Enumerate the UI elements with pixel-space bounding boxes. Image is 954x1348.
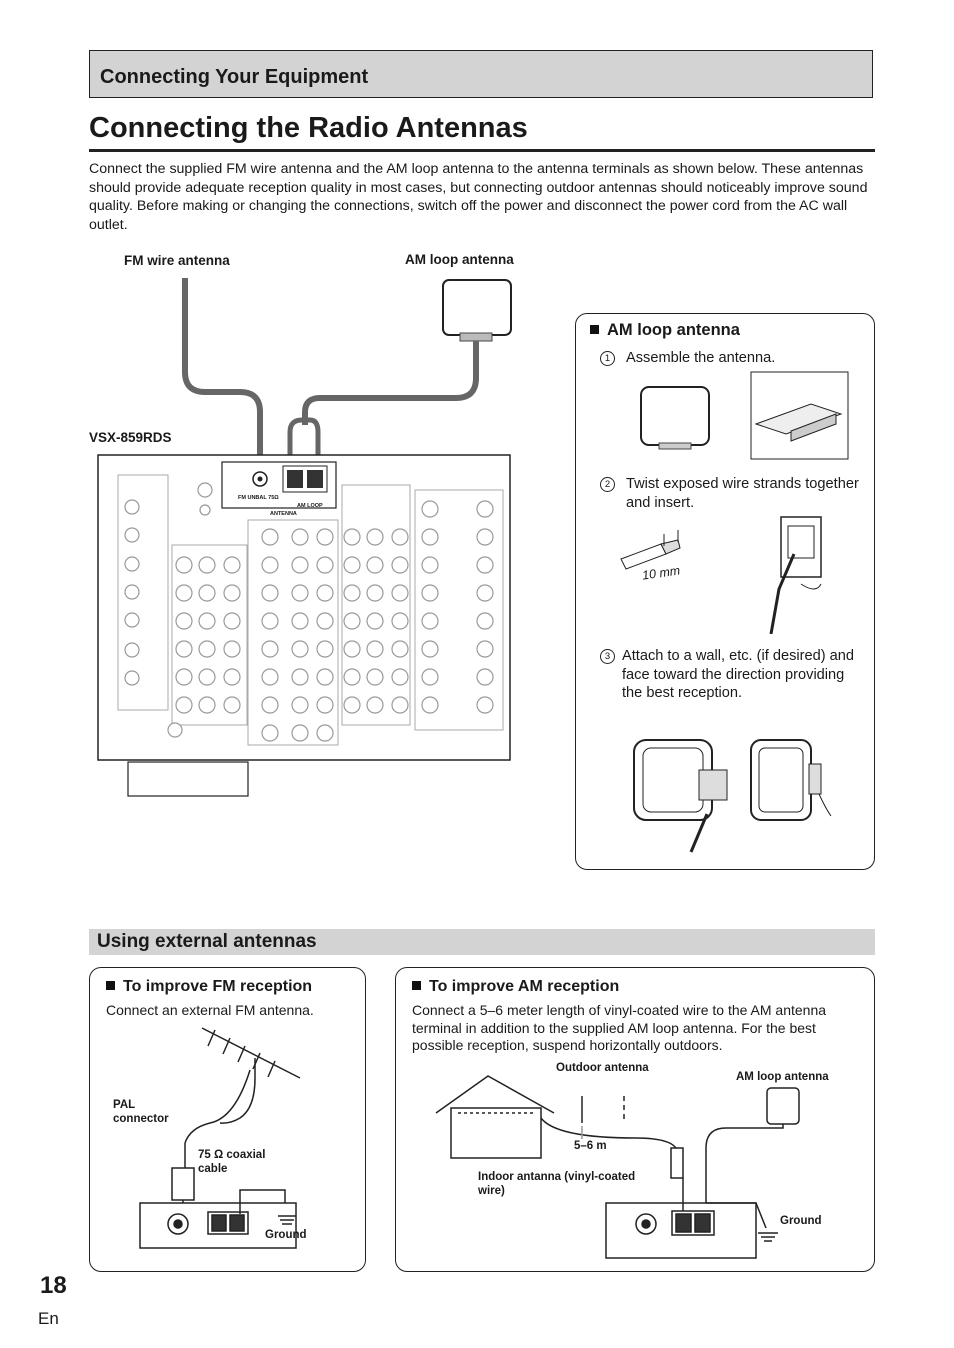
square-bullet-icon — [590, 325, 599, 334]
subsection-header: Using external antennas — [89, 929, 875, 955]
model-label: VSX-859RDS — [89, 430, 172, 445]
step-1: 1 Assemble the antenna. — [600, 349, 860, 368]
am-reception-panel: To improve AM reception Connect a 5–6 me… — [395, 967, 875, 1272]
fm-wire-antenna-label: FM wire antenna — [124, 253, 230, 268]
antenna-terminal-label: ANTENNA — [270, 511, 297, 517]
wire-length-label: 5–6 m — [574, 1139, 607, 1153]
fm-ground-label: Ground — [265, 1228, 307, 1242]
step-2-number: 2 — [600, 477, 615, 492]
step-1-text: Assemble the antenna. — [626, 349, 860, 368]
indoor-antenna-label: Indoor antanna (vinyl-coated wire) — [478, 1170, 638, 1198]
am-loop-instructions-box: AM loop antenna 1 Assemble the antenna. … — [575, 313, 875, 870]
fm-wire — [185, 278, 260, 478]
subsection-header-label: Using external antennas — [97, 931, 317, 953]
assemble-antenna-illustration — [631, 369, 856, 464]
am-loop-antenna-icon — [443, 280, 511, 335]
step-2: 2 Twist exposed wire strands together an… — [600, 475, 860, 512]
am-box-title-text: AM loop antenna — [607, 321, 740, 339]
step-3: 3 Attach to a wall, etc. (if desired) an… — [600, 647, 865, 703]
coaxial-cable-label: 75 Ω coaxial cable — [198, 1148, 278, 1176]
pal-connector-label: PAL connector — [113, 1098, 183, 1126]
page-number: 18 — [40, 1272, 67, 1300]
am-loop-antenna-label: AM loop antenna — [405, 252, 514, 267]
step-2-text: Twist exposed wire strands together and … — [626, 475, 860, 512]
am-loop-label: AM loop antenna — [736, 1070, 829, 1084]
fm-terminal-label: FM UNBAL 75Ω — [238, 495, 279, 501]
step-3-number: 3 — [600, 649, 615, 664]
am-terminal-label: AM LOOP — [297, 503, 323, 509]
outdoor-antenna-label: Outdoor antenna — [556, 1061, 649, 1075]
step-1-number: 1 — [600, 351, 615, 366]
am-ground-label: Ground — [780, 1214, 822, 1228]
am-box-title: AM loop antenna — [590, 321, 740, 340]
step-3-text: Attach to a wall, etc. (if desired) and … — [622, 647, 865, 703]
fm-reception-panel: To improve FM reception Connect an exter… — [89, 967, 366, 1272]
language-code: En — [38, 1309, 59, 1329]
wall-mount-illustration — [631, 734, 856, 864]
